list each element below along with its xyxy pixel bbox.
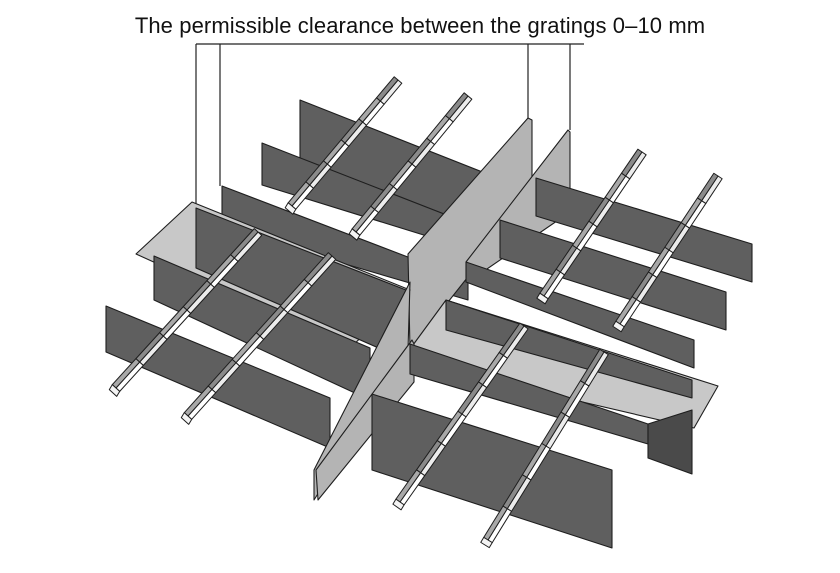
cross-bar-segment bbox=[230, 228, 259, 259]
cross-bar-end bbox=[536, 292, 549, 305]
cross-bar-segment bbox=[696, 172, 719, 202]
cross-bar-end bbox=[612, 320, 625, 333]
cross-bar-segment bbox=[303, 252, 333, 284]
leader-lines bbox=[195, 43, 584, 208]
bearing-bar bbox=[535, 177, 753, 283]
cross-bar-segment bbox=[498, 322, 525, 356]
grating-bottom-right bbox=[315, 299, 719, 549]
cross-bar-end bbox=[480, 536, 493, 549]
cross-bar-end bbox=[284, 202, 297, 215]
bearing-bar bbox=[465, 261, 695, 369]
cross-bars bbox=[108, 76, 723, 549]
end-panel bbox=[407, 117, 533, 351]
bearing-bar bbox=[371, 393, 613, 549]
cross-bar-end bbox=[392, 498, 405, 511]
cross-bar-end bbox=[180, 412, 193, 425]
cross-bar-segment bbox=[444, 92, 469, 120]
support-foot bbox=[647, 409, 693, 475]
grating-top-left bbox=[221, 99, 533, 351]
cross-bar-segment bbox=[621, 148, 643, 177]
cross-bar-segment bbox=[579, 348, 605, 384]
grating-top-right bbox=[465, 129, 753, 369]
bearing-bar bbox=[445, 299, 693, 399]
clearance-caption: The permissible clearance between the gr… bbox=[134, 13, 706, 38]
cross-bar-end bbox=[108, 384, 121, 397]
cross-bar-segment bbox=[376, 76, 399, 102]
cross-bar-end bbox=[348, 228, 361, 241]
